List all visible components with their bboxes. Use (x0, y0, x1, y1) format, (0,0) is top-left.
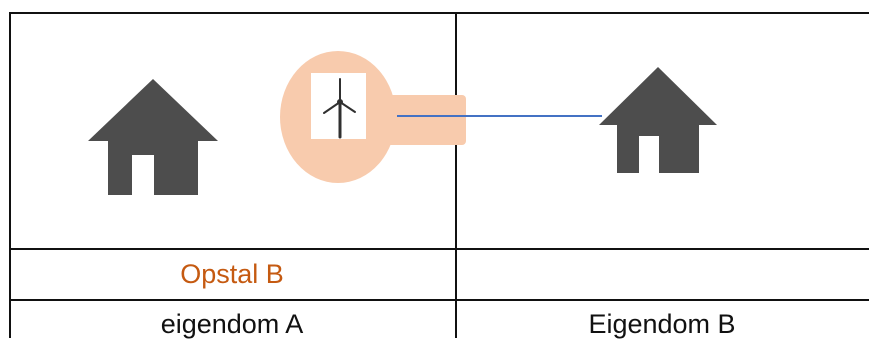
wind-turbine-icon (323, 78, 356, 139)
table-top-border (9, 12, 869, 14)
eigendom-b-label: Eigendom B (588, 309, 736, 339)
turbine-group (276, 45, 466, 185)
eigendom-a-label: eigendom A (160, 309, 304, 339)
left-house-icon (88, 79, 218, 195)
turbine-halo-shape (280, 51, 466, 183)
table-left-border (9, 12, 11, 338)
cable-line (397, 115, 602, 117)
right-house-icon (599, 67, 717, 173)
row-divider-1 (9, 248, 869, 250)
table-middle-divider (455, 12, 457, 338)
opstal-b-label: Opstal B (180, 259, 284, 289)
row-divider-2 (9, 299, 869, 301)
